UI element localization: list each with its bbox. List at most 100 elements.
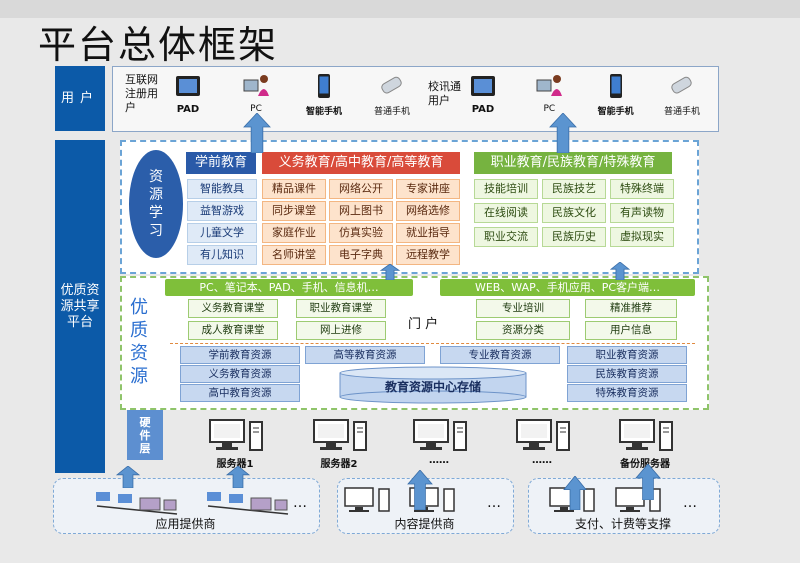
device-feature-phone: 普通手机 (659, 74, 705, 130)
vocational-item: 有声读物 (610, 203, 674, 223)
server-icon (615, 487, 661, 512)
device-label: 普通手机 (373, 107, 410, 117)
pc-user-icon (243, 75, 269, 96)
provider-label: 支付、计费等支撑 (574, 517, 671, 531)
compulsory-item: 远程教学 (396, 245, 460, 265)
feature-phone-icon (671, 76, 692, 94)
compulsory-item: 家庭作业 (262, 223, 326, 243)
vocational-item: 在线阅读 (474, 203, 538, 223)
compulsory-item: 网上图书 (329, 201, 393, 221)
device-smartphone: 智能手机 (593, 74, 639, 130)
compulsory-item: 名师讲堂 (262, 245, 326, 265)
server-label: 服务器1 (216, 459, 254, 470)
network-icon (207, 492, 289, 515)
up-arrow (549, 113, 577, 153)
compulsory-item: 专家讲座 (396, 179, 460, 199)
resource-item: 职业教育资源 (567, 346, 687, 364)
device-feature-phone: 普通手机 (369, 74, 415, 130)
up-arrow (225, 466, 251, 488)
device-label: PC (543, 104, 556, 114)
server-icon (313, 419, 367, 451)
vocational-item: 民族历史 (542, 227, 606, 247)
resource-item: 义务教育资源 (180, 365, 300, 383)
resource-item: 专业教育资源 (440, 346, 560, 364)
ellipsis-text: … (487, 495, 501, 511)
device-label: PAD (471, 104, 495, 115)
resource-learning-oval: 资源学习 (129, 150, 183, 258)
compulsory-item: 网络选修 (396, 201, 460, 221)
portal-item: 义务教育课堂 (188, 299, 278, 318)
server-label: 备份服务器 (620, 459, 670, 470)
resource-item: 民族教育资源 (567, 365, 687, 383)
side-label-users-text: 用户 (60, 90, 99, 106)
server-label: …… (429, 455, 449, 466)
feature-phone-icon (381, 76, 402, 94)
quality-resources-text: 优质资源 (130, 297, 148, 387)
portal-label: 门 户 (408, 317, 439, 332)
portal-item: 资源分类 (476, 321, 570, 340)
compulsory-item: 网络公开 (329, 179, 393, 199)
compulsory-item: 就业指导 (396, 223, 460, 243)
vocational-item: 职业交流 (474, 227, 538, 247)
device-label: 智能手机 (597, 107, 634, 117)
server-icon (413, 419, 467, 451)
resource-item: 高等教育资源 (305, 346, 425, 364)
portal-item: 职业教育课堂 (296, 299, 386, 318)
vocational-item: 虚拟现实 (610, 227, 674, 247)
vocational-header: 职业教育/民族教育/特殊教育 (474, 152, 672, 174)
storage-cylinder (339, 366, 527, 404)
tablet-icon (471, 76, 495, 96)
side-label-platform-text: 优质资源共享平台 (60, 282, 100, 330)
portal-item: 用户信息 (585, 321, 677, 340)
device-pc: PC (233, 74, 279, 130)
internet-users-label: 互联网注册用户 (125, 73, 158, 114)
provider-label: 内容提供商 (394, 517, 455, 531)
ellipsis-text: … (683, 495, 697, 511)
channel-right-bar: WEB、WAP、手机应用、PC客户端… (440, 279, 695, 296)
preschool-header: 学前教育 (186, 152, 256, 174)
compulsory-item: 精品课件 (262, 179, 326, 199)
server-label: …… (532, 455, 552, 466)
channel-left-bar: PC、笔记本、PAD、手机、信息机… (165, 279, 413, 296)
resource-item: 高中教育资源 (180, 384, 300, 402)
server-label: 服务器2 (320, 459, 358, 470)
preschool-item: 儿童文学 (187, 223, 257, 243)
compulsory-header: 义务教育/高中教育/高等教育 (262, 152, 460, 174)
server-icon (209, 419, 263, 451)
hardware-label-box: 硬件层 (127, 410, 163, 460)
up-arrow (609, 262, 631, 280)
tablet-icon (176, 76, 200, 96)
up-arrow (243, 113, 271, 153)
up-arrow (563, 476, 587, 510)
server-icon (344, 487, 390, 512)
smartphone-icon (318, 74, 330, 98)
device-pad: PAD (165, 74, 211, 130)
resource-item: 特殊教育资源 (567, 384, 687, 402)
school-users-label: 校讯通用户 (428, 80, 461, 107)
provider-label: 应用提供商 (155, 517, 216, 531)
vocational-item: 特殊终端 (610, 179, 674, 199)
hardware-label: 硬件层 (139, 415, 151, 455)
storage-label: 教育资源中心存储 (384, 380, 481, 394)
preschool-item: 智能教具 (187, 179, 257, 199)
ellipsis-text: … (293, 495, 307, 511)
up-arrow (115, 466, 141, 488)
up-arrow (379, 264, 401, 280)
compulsory-item: 仿真实验 (329, 223, 393, 243)
vocational-item: 民族文化 (542, 203, 606, 223)
quality-resources-label: 优质资源 (130, 296, 152, 388)
preschool-item: 有儿知识 (187, 245, 257, 265)
device-pc: PC (526, 74, 572, 130)
up-arrow (407, 470, 433, 510)
server-icon (516, 419, 570, 451)
top-strip (0, 0, 800, 18)
up-arrow (635, 464, 661, 500)
compulsory-item: 同步课堂 (262, 201, 326, 221)
portal-item: 网上进修 (296, 321, 386, 340)
device-label: 普通手机 (663, 107, 700, 117)
smartphone-icon (609, 74, 622, 98)
portal-item: 成人教育课堂 (188, 321, 278, 340)
portal-item: 专业培训 (476, 299, 570, 318)
portal-item: 精准推荐 (585, 299, 677, 318)
vocational-item: 技能培训 (474, 179, 538, 199)
